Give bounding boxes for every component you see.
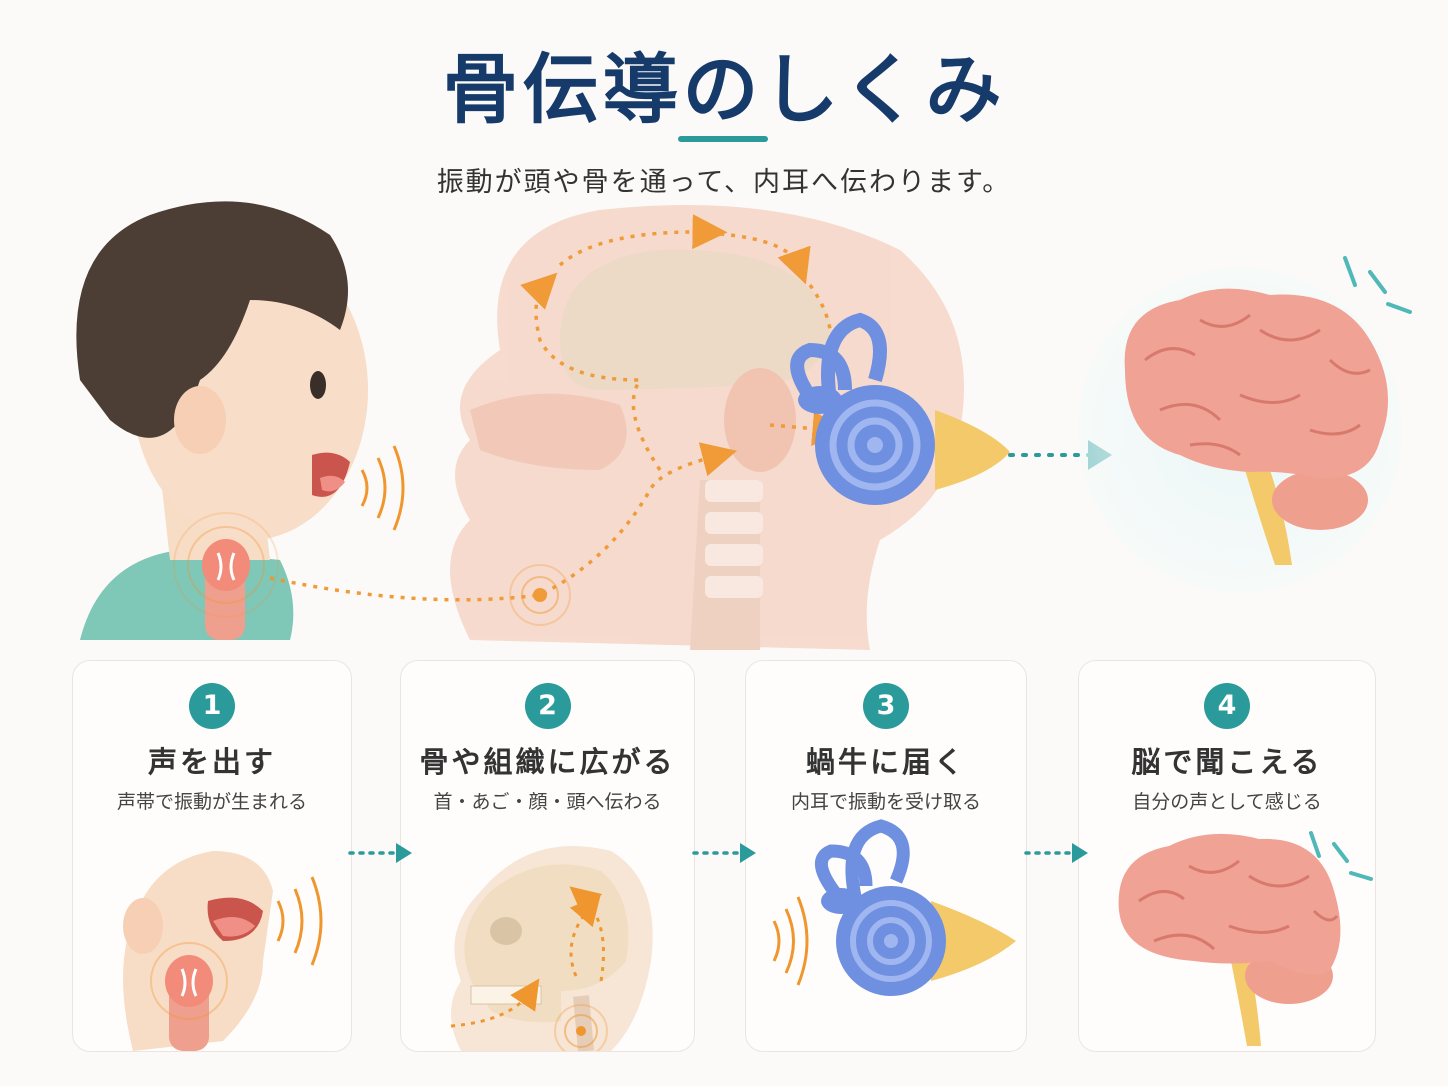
skull-icon	[450, 846, 653, 1051]
step-card-2: 2 骨や組織に広がる 首・あご・顔・頭へ伝わる	[400, 660, 695, 1052]
page-subtitle: 振動が頭や骨を通って、内耳へ伝わります。	[436, 167, 1012, 198]
page-title: 骨伝導のしくみ	[442, 45, 1006, 134]
step-number-badge: 3	[863, 683, 909, 729]
step-number-badge: 4	[1204, 683, 1250, 729]
title-underline	[678, 136, 768, 142]
step-card-4: 4 脳で聞こえる 自分の声として感じる	[1078, 660, 1376, 1052]
step-description: 内耳で振動を受け取る	[790, 791, 981, 813]
main-illustration	[76, 201, 1412, 650]
step-description: 首・あご・顔・頭へ伝わる	[433, 791, 662, 813]
step-number-badge: 1	[189, 683, 235, 729]
brain-icon	[1118, 831, 1373, 1046]
throat-icon	[123, 851, 323, 1051]
step-description: 声帯で振動が生まれる	[116, 791, 307, 813]
head-cross-section-illustration	[269, 205, 964, 650]
brain-icon	[1078, 256, 1412, 592]
step-arrow-3-4	[1024, 843, 1088, 863]
step-description: 自分の声として感じる	[1132, 791, 1322, 813]
cochlea-icon	[790, 312, 1010, 505]
step-arrow-1-2	[348, 843, 412, 863]
boy-speaking-illustration	[76, 201, 405, 640]
step-number-badge: 2	[524, 683, 571, 729]
cochlea-icon	[772, 819, 1016, 996]
step-title: 骨や組織に広がる	[419, 745, 676, 779]
step-card-3: 3 蝸牛に届く 内耳で振動を受け取る	[745, 660, 1027, 1052]
step-title: 蝸牛に届く	[805, 745, 966, 779]
step-title: 声を出す	[147, 745, 276, 779]
step-title: 脳で聞こえる	[1131, 745, 1323, 779]
step-arrow-2-3	[692, 843, 756, 863]
step-card-1: 1 声を出す 声帯で振動が生まれる	[72, 660, 352, 1052]
